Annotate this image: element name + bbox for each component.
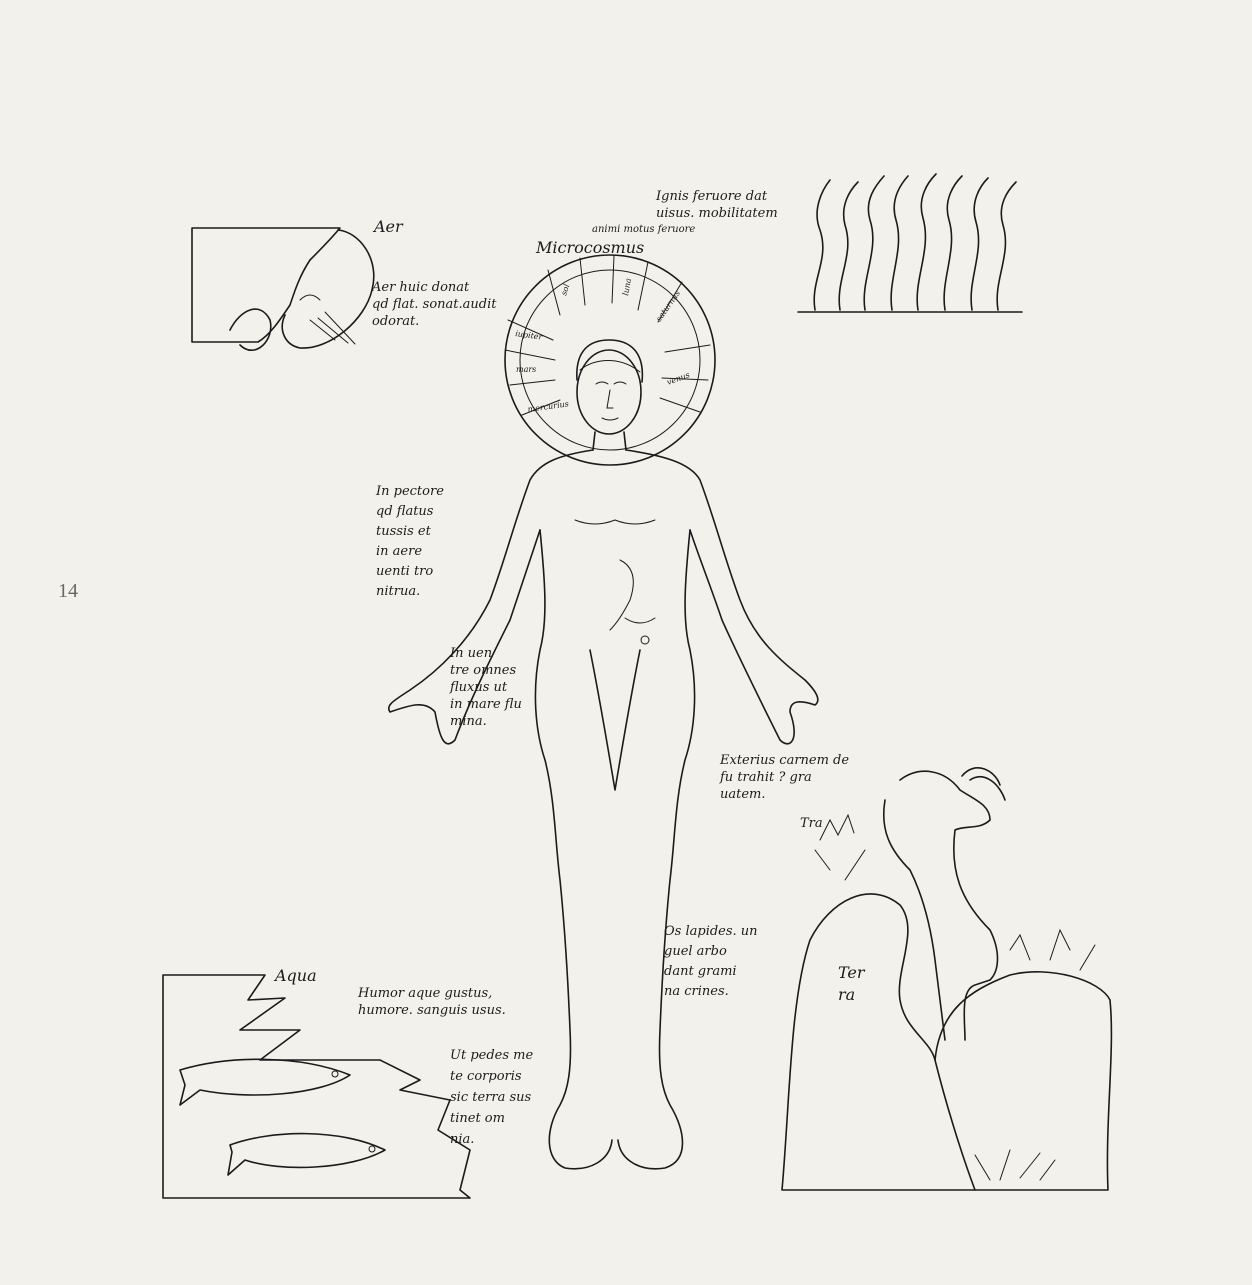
chest-text: In pectore qd flatus tussis et in aere u… [376,482,444,602]
ossa-text: Os lapides. un guel arbo dant grami na c… [664,922,758,1002]
ignis-subtext: animi motus feruore [592,224,695,236]
aqua-text: Humor aque gustus, humore. sanguis usus. [358,985,506,1019]
title: Microcosmus [536,238,644,258]
terra-text: Exterius carnem de fu trahit ? gra uatem… [720,752,849,803]
ignis-text: Ignis feruore dat uisus. mobilitatem [656,188,778,222]
terra-label: Ter ra [838,962,865,1006]
belly-text: In uen tre omnes fluxus ut in mare flu m… [450,645,522,730]
aqua-heading: Aqua [275,966,317,986]
aer-text: Aer huic donat qd flat. sonat.audit odor… [372,279,497,330]
halo-ray-label: luna [621,277,633,296]
halo-ray-label: iupiter [515,329,544,342]
head [577,340,643,450]
halo-ray-label: venus [666,370,691,387]
aer-heading: Aer [374,217,403,237]
terra-panel [782,768,1111,1190]
aer-panel [192,228,374,350]
halo-ray-labels: sol luna saturnus iupiter mars venus mer… [515,277,691,414]
ignis-flames [798,174,1022,312]
halo-ray-label: saturnus [654,289,682,323]
halo-ray-label: mercurius [527,399,569,414]
halo-ray-label: mars [516,365,536,374]
pedes-text: Ut pedes me te corporis sic terra sus ti… [450,1045,533,1150]
terra-small-label: Tra [800,815,823,832]
